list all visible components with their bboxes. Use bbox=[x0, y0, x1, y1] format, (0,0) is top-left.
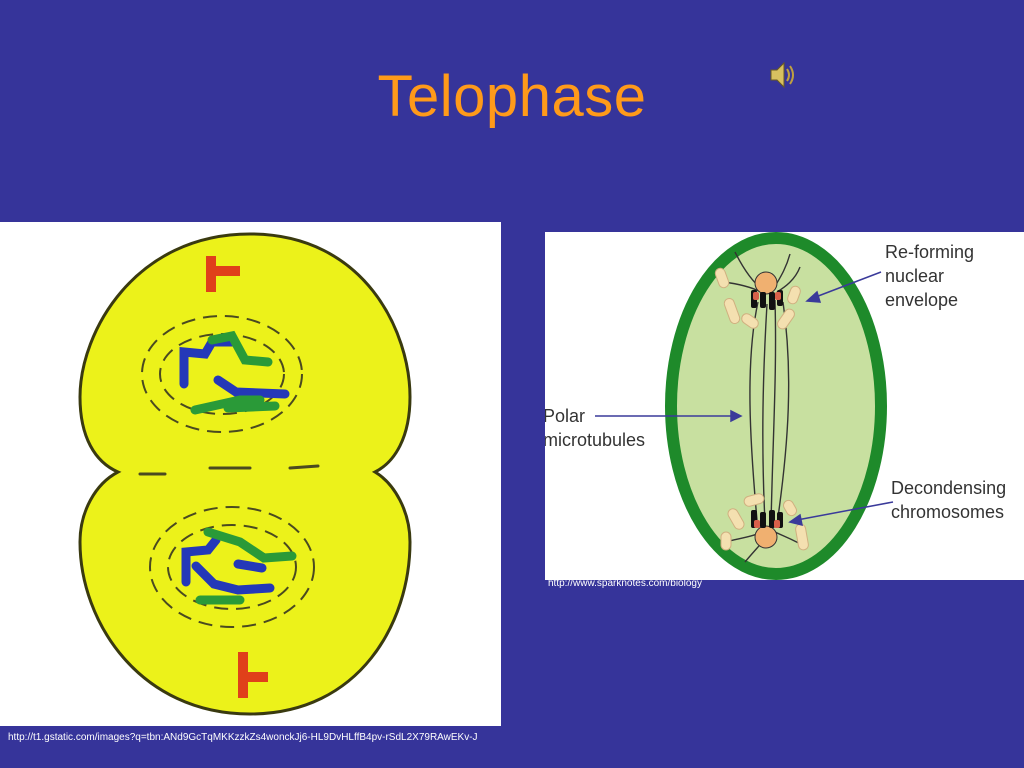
dividing-cell-drawing bbox=[78, 232, 412, 716]
slide-title: Telophase bbox=[377, 64, 647, 129]
telophase-cell-image bbox=[0, 222, 501, 726]
top-centriole bbox=[206, 256, 240, 292]
source-caption-left[interactable]: http://t1.gstatic.com/images?q=tbn:ANd9G… bbox=[8, 732, 478, 743]
cell-outline bbox=[665, 232, 887, 580]
speaker-icon[interactable] bbox=[766, 58, 800, 92]
label-decondensing-chromosomes: Decondensing chromosomes bbox=[891, 478, 1007, 522]
source-caption-right[interactable]: http://www.sparknotes.com/biology bbox=[548, 578, 702, 589]
top-chromosome-cluster bbox=[714, 267, 801, 330]
labeled-cell-drawing bbox=[595, 232, 894, 580]
label-polar-microtubules: Polar microtubules bbox=[545, 406, 646, 450]
label-reforming-nuclear-envelope: Re-forming nuclear envelope bbox=[885, 242, 975, 310]
bottom-centriole bbox=[238, 652, 268, 698]
cell-body bbox=[78, 232, 412, 716]
telophase-labeled-diagram: Re-forming nuclear envelope Polar microt… bbox=[545, 232, 1024, 580]
bottom-chromosome-cluster bbox=[720, 493, 809, 551]
